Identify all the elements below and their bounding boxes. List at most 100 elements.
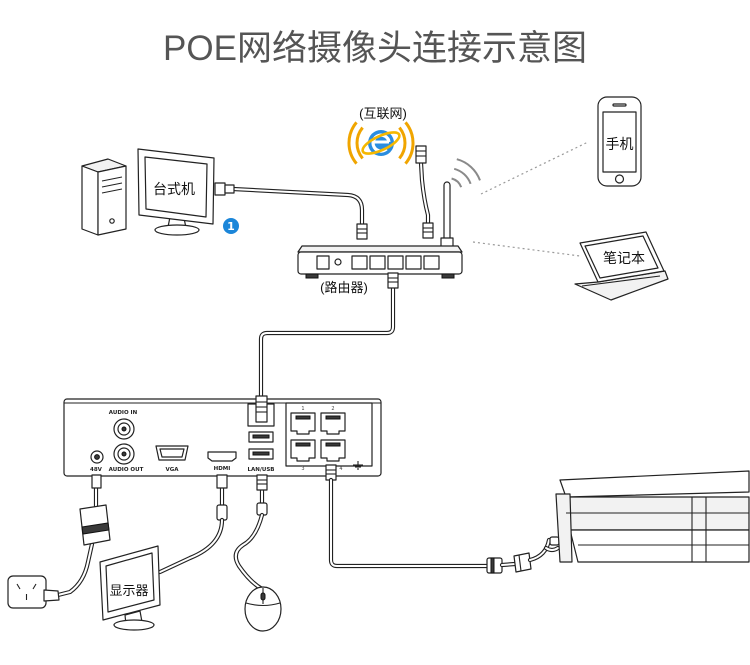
power-adapter-icon: [79, 504, 111, 546]
camera-front-face: [555, 493, 573, 563]
tower-front: [97, 165, 127, 236]
router-top: [297, 245, 463, 253]
hdmi-label: HDMI: [214, 466, 231, 472]
mouse-body: [244, 586, 282, 632]
socket-slot: [32, 583, 37, 590]
router-port: [369, 255, 386, 270]
lan-cable-connector: [255, 395, 268, 423]
router-nvr-cable: [258, 272, 399, 401]
page-title: POE网络摄像头连接示意图: [163, 29, 587, 68]
lan-usb-label: LAN/USB: [248, 467, 275, 473]
vga-label: VGA: [165, 467, 179, 473]
poe-port-number: 3: [301, 466, 304, 472]
audio-out-port-pin: [121, 451, 127, 457]
phone-label: 手机: [606, 136, 634, 152]
poe-port-number: 1: [301, 406, 304, 412]
connector-rib: [518, 554, 522, 572]
router-foot: [441, 273, 455, 279]
cable-core: [545, 547, 559, 551]
desktop-monitor-icon: 台式机: [137, 148, 215, 236]
phone-wireless-link: [480, 141, 589, 195]
ground-icon: [353, 461, 363, 470]
laptop-label: 笔记本: [603, 250, 645, 266]
hdmi-plug: [216, 474, 228, 489]
cable-connector: [356, 223, 368, 240]
ie-orbit: [361, 131, 401, 155]
poe-port-number: 2: [331, 406, 334, 412]
hdmi-port: [207, 451, 237, 462]
cable-core: [57, 543, 93, 596]
hdmi-ferrite: [216, 504, 228, 521]
laptop-display: [584, 235, 659, 279]
cable-connector: [214, 182, 226, 196]
wifi-arc-left-inner: [355, 126, 364, 160]
router-signal-arc: [451, 177, 463, 188]
router-signal-arc: [453, 167, 472, 185]
socket-plate: [7, 575, 47, 609]
poe-plug: [325, 464, 337, 481]
display-screen: [105, 552, 155, 613]
phone-home-button: [614, 174, 625, 184]
cable-core: [159, 519, 223, 573]
cable-core: [330, 479, 489, 567]
hdmi-cable: [157, 474, 228, 575]
router-foot: [305, 273, 319, 279]
usb-plug: [256, 474, 268, 491]
step-badge: 1: [223, 218, 239, 234]
poe-camera-cable: [325, 464, 561, 574]
desktop-router-cable: [214, 182, 368, 240]
camera-lan-connector: [513, 552, 532, 573]
usb-port-tongue: [252, 451, 270, 456]
phone-screen: [602, 111, 637, 173]
cable-core: [260, 287, 394, 399]
display-monitor-icon: 显示器: [99, 545, 161, 631]
adapter-band: [81, 522, 110, 535]
cable-core: [232, 188, 363, 229]
display-label: 显示器: [109, 583, 148, 598]
wifi-arc-left-outer: [347, 121, 358, 165]
step-badge-number: 1: [227, 220, 235, 233]
router-power-jack: [316, 255, 330, 270]
mouse-button-edge: [245, 602, 281, 607]
camera-sunshield: [559, 470, 750, 498]
display-base: [113, 619, 155, 631]
cable-outline: [328, 477, 491, 569]
poe-port-contacts: [325, 415, 341, 420]
monitor-screen: [144, 156, 208, 218]
router-signal-arc: [456, 158, 481, 181]
wifi-arc-right-outer: [404, 121, 415, 165]
usb-port-tongue: [252, 434, 270, 439]
tower-drive-bay: [101, 176, 123, 182]
step-badge-circle: [223, 218, 239, 234]
cable-core: [529, 539, 550, 561]
internet-cable: [415, 145, 434, 239]
internet-label: (互联网): [359, 106, 407, 121]
usb-cable: [233, 474, 268, 592]
power-jack-pin: [94, 454, 100, 460]
router-icon: (路由器): [297, 245, 463, 295]
power-cable: [55, 474, 102, 598]
router-port: [351, 255, 368, 270]
cable-core: [234, 514, 263, 590]
tower-side: [81, 165, 99, 236]
antenna-rod: [443, 181, 451, 243]
router-port: [387, 255, 404, 270]
cable-connector: [422, 222, 434, 239]
cable-connector: [387, 272, 399, 289]
router-port: [405, 255, 422, 270]
antenna-icon: [440, 158, 481, 249]
laptop-wireless-link: [472, 241, 581, 257]
cable-core: [501, 563, 516, 566]
power-plug: [43, 589, 60, 602]
audio-out-label: AUDIO OUT: [109, 467, 144, 473]
cable-outline: [258, 285, 396, 401]
phone-speaker: [612, 103, 627, 107]
desktop-tower-icon: [81, 158, 127, 236]
cable-core: [420, 162, 429, 227]
router-reset: [334, 258, 342, 266]
camera-dc-connector: [549, 536, 560, 546]
cable-plug: [415, 145, 427, 164]
nvr-icon: AUDIO IN AUDIO OUT 48V VGA HDMI LAN/USB …: [63, 395, 382, 477]
bullet-camera-icon: [555, 470, 750, 563]
